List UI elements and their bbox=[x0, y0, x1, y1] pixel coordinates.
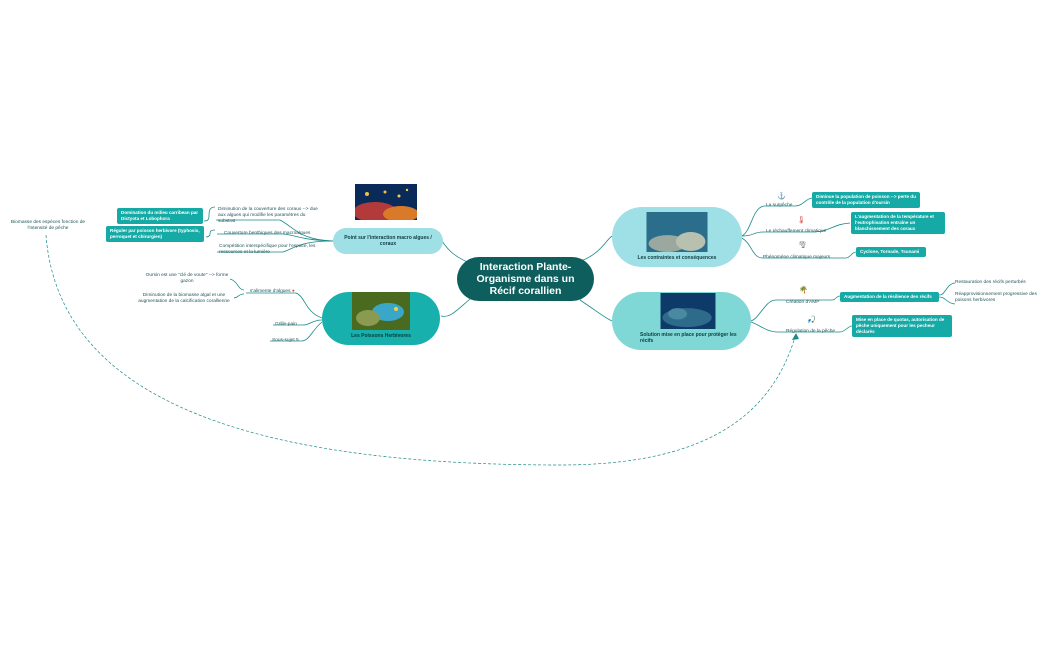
box-domination[interactable]: Domination du milieu carribean par Dicty… bbox=[117, 208, 203, 224]
branch-contraintes[interactable]: Les contraintes et conséquences bbox=[612, 207, 742, 267]
island-icon: 🌴 bbox=[799, 287, 808, 294]
coral-photo bbox=[646, 212, 708, 252]
box-surpeche[interactable]: Diminue la population de poisson --> per… bbox=[812, 192, 920, 208]
topic-diminution-algal[interactable]: Diminution de la biomasse algal et une a… bbox=[138, 293, 230, 304]
topic-phenomene[interactable]: Phénomène climatique majeurs bbox=[763, 255, 831, 260]
reef-fish-image bbox=[353, 184, 419, 222]
topic-couverture-benthique[interactable]: Couverture benthiques des macroalgues bbox=[224, 231, 311, 236]
topic-amp[interactable]: Création d'AMP bbox=[786, 300, 820, 305]
central-topic[interactable]: Interaction Plante-Organisme dans un Réc… bbox=[457, 257, 594, 301]
topic-regulation[interactable]: Régulation de la pêche bbox=[786, 329, 836, 334]
link-central-poissons bbox=[440, 298, 471, 317]
branch-point[interactable]: Point sur l'interaction macro algues / c… bbox=[333, 228, 443, 254]
topic-sous-sujet[interactable]: Sous-sujet 5 bbox=[272, 338, 299, 343]
central-title: Interaction Plante-Organisme dans un Réc… bbox=[476, 261, 575, 297]
branch-solution-label: Solution mise en place pour protéger les… bbox=[640, 332, 737, 344]
tornado-icon: 🌪 bbox=[798, 242, 807, 249]
reef-photo bbox=[660, 293, 716, 329]
topic-biomasse[interactable]: Biomasse des espèces fonction de l'inten… bbox=[10, 220, 86, 231]
box-phenomene[interactable]: Cyclone, Tornade, Tsunami bbox=[856, 247, 926, 257]
topic-grille-pain[interactable]: Grille-pain bbox=[275, 322, 297, 327]
topic-reapprovisionnement[interactable]: Réapprovisionnement progressive des pois… bbox=[955, 292, 1037, 303]
fish-hook-icon: ⚓ bbox=[777, 193, 786, 200]
topic-surpeche[interactable]: La surpêche bbox=[766, 203, 793, 208]
topic-oursin[interactable]: Oursin est une "clé de voute" --> forme … bbox=[145, 273, 229, 284]
fishing-icon: 🎣 bbox=[807, 317, 816, 324]
branch-poissons-label: Les Poissons Herbivores bbox=[351, 333, 411, 339]
alimente-label: s'alimente d'algues bbox=[250, 289, 291, 294]
link-central-solution bbox=[579, 299, 613, 322]
box-regulation[interactable]: Mise en place de quotas, autorisation de… bbox=[852, 315, 952, 337]
reef-photo-top bbox=[353, 184, 419, 222]
branch-contraintes-label: Les contraintes et conséquences bbox=[637, 255, 717, 261]
branch-solution[interactable]: Solution mise en place pour protéger les… bbox=[612, 292, 751, 350]
algae-icon: ● bbox=[291, 289, 295, 294]
box-reguler[interactable]: Réguler par poisson herbivore (typhosis,… bbox=[106, 226, 204, 242]
branch-point-label: Point sur l'interaction macro algues / c… bbox=[344, 235, 432, 247]
dashed-relation bbox=[45, 234, 796, 466]
topic-rechauffement[interactable]: Le réchauffement climatique bbox=[766, 229, 827, 234]
link-central-contraintes bbox=[577, 235, 613, 263]
branch-poissons[interactable]: Les Poissons Herbivores bbox=[322, 292, 440, 345]
topic-alimente-algues[interactable]: s'alimente d'algues ● bbox=[250, 289, 310, 295]
box-rechauffement[interactable]: L'augmentation de la température et l'eu… bbox=[851, 212, 945, 234]
topic-competition[interactable]: Compétition interspécifique pour l'espac… bbox=[219, 244, 316, 255]
topic-diminution-coraux[interactable]: Diminution de la couverture des coraux -… bbox=[218, 207, 318, 224]
topic-restauration[interactable]: Restauration des récifs perturbés bbox=[955, 280, 1026, 285]
box-amp[interactable]: Augmentation de la résilience des récifs bbox=[840, 292, 939, 302]
parrotfish-photo bbox=[352, 292, 410, 330]
thermometer-icon: 🌡 bbox=[797, 217, 806, 224]
